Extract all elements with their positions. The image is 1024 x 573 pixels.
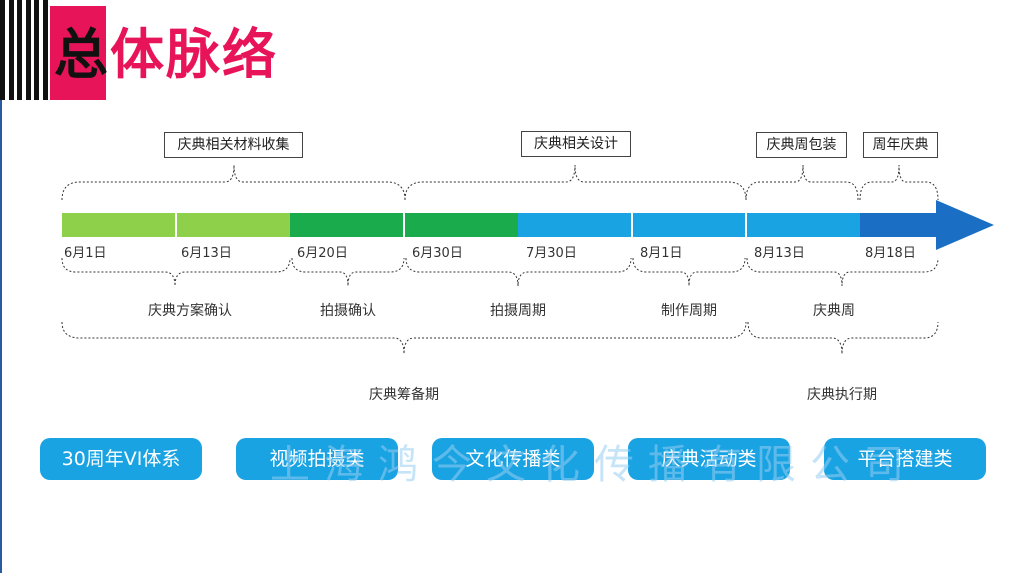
brace-top-design (404, 164, 747, 201)
brace-top-collection (61, 164, 406, 201)
category-pill-video: 视频拍摄类 (236, 438, 398, 480)
brace-mid-plan (61, 257, 291, 287)
page-title-first-char: 总 (54, 23, 110, 86)
brace-bottom-prep (61, 321, 747, 355)
brace-mid-production (632, 257, 746, 287)
category-pill-vi: 30周年VI体系 (40, 438, 202, 480)
category-pill-platform: 平台搭建类 (824, 438, 986, 480)
date-label: 8月18日 (865, 246, 916, 261)
date-label: 8月13日 (754, 246, 805, 261)
timeline-divider (631, 213, 633, 237)
period-label-exec: 庆典执行期 (807, 387, 877, 403)
date-label: 8月1日 (640, 246, 683, 261)
period-label-prep: 庆典筹备期 (369, 387, 439, 403)
timeline-divider (745, 213, 747, 237)
date-label: 6月1日 (64, 246, 107, 261)
timeline-segment-sky (518, 213, 860, 237)
category-pill-culture: 文化传播类 (432, 438, 594, 480)
brace-top-packaging (745, 164, 859, 201)
title-accent-block (50, 6, 106, 100)
arrow-right-icon (936, 200, 994, 250)
date-label: 7月30日 (526, 246, 577, 261)
timeline-divider (403, 213, 405, 237)
page-title-rest: 体脉络 (110, 23, 278, 86)
brace-top-anniversary (859, 164, 939, 201)
phase-label: 拍摄周期 (490, 303, 546, 319)
date-label: 6月30日 (412, 246, 463, 261)
date-label: 6月13日 (181, 246, 232, 261)
page-title: 总体脉络 (54, 20, 278, 90)
phase-label: 拍摄确认 (320, 303, 376, 319)
left-accent-line (0, 100, 2, 573)
brace-mid-week (746, 257, 939, 287)
label-material-collection: 庆典相关材料收集 (164, 132, 303, 158)
category-pill-event: 庆典活动类 (628, 438, 790, 480)
phase-label: 庆典方案确认 (148, 303, 232, 319)
brace-bottom-exec (747, 321, 939, 355)
label-anniversary: 周年庆典 (863, 132, 938, 158)
date-label: 6月20日 (297, 246, 348, 261)
brace-mid-shoot-confirm (291, 257, 405, 287)
brace-mid-shoot-period (405, 257, 632, 287)
phase-label: 制作周期 (661, 303, 717, 319)
phase-label: 庆典周 (813, 303, 855, 319)
decorative-stripes (0, 0, 52, 100)
timeline-divider (175, 213, 177, 237)
label-week-packaging: 庆典周包装 (756, 132, 847, 158)
timeline-segment-blue (860, 213, 940, 237)
label-design: 庆典相关设计 (521, 131, 631, 157)
